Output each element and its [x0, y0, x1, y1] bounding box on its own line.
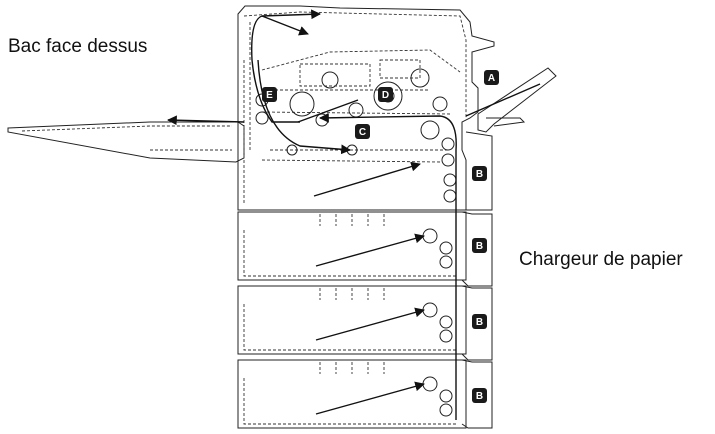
- badge-e: E: [262, 87, 277, 102]
- svg-text:B: B: [476, 317, 483, 328]
- svg-text:B: B: [476, 169, 483, 180]
- svg-text:E: E: [266, 90, 273, 101]
- badge-b-4: B: [472, 388, 487, 403]
- svg-text:A: A: [488, 73, 495, 84]
- badge-b-2: B: [472, 238, 487, 253]
- svg-text:D: D: [382, 90, 389, 101]
- paper-path-arrows: [167, 9, 541, 420]
- badge-a: A: [484, 70, 499, 85]
- badge-d: D: [378, 87, 393, 102]
- paper-cassette-1: [237, 211, 493, 287]
- manual-feed-tray: [477, 67, 557, 133]
- badge-c: C: [355, 124, 370, 139]
- badge-b-1: B: [472, 166, 487, 181]
- cassette-rollers: [422, 228, 453, 417]
- face-up-tray-label: Bac face dessus: [8, 36, 147, 57]
- svg-text:B: B: [476, 391, 483, 402]
- face-up-tray: [7, 121, 245, 163]
- paper-cassette-2: [237, 285, 493, 361]
- paper-cassette-3: [237, 359, 493, 429]
- svg-text:B: B: [476, 241, 483, 252]
- paper-feeder-label: Chargeur de papier: [519, 249, 683, 270]
- svg-text:C: C: [359, 127, 366, 138]
- badge-b-3: B: [472, 314, 487, 329]
